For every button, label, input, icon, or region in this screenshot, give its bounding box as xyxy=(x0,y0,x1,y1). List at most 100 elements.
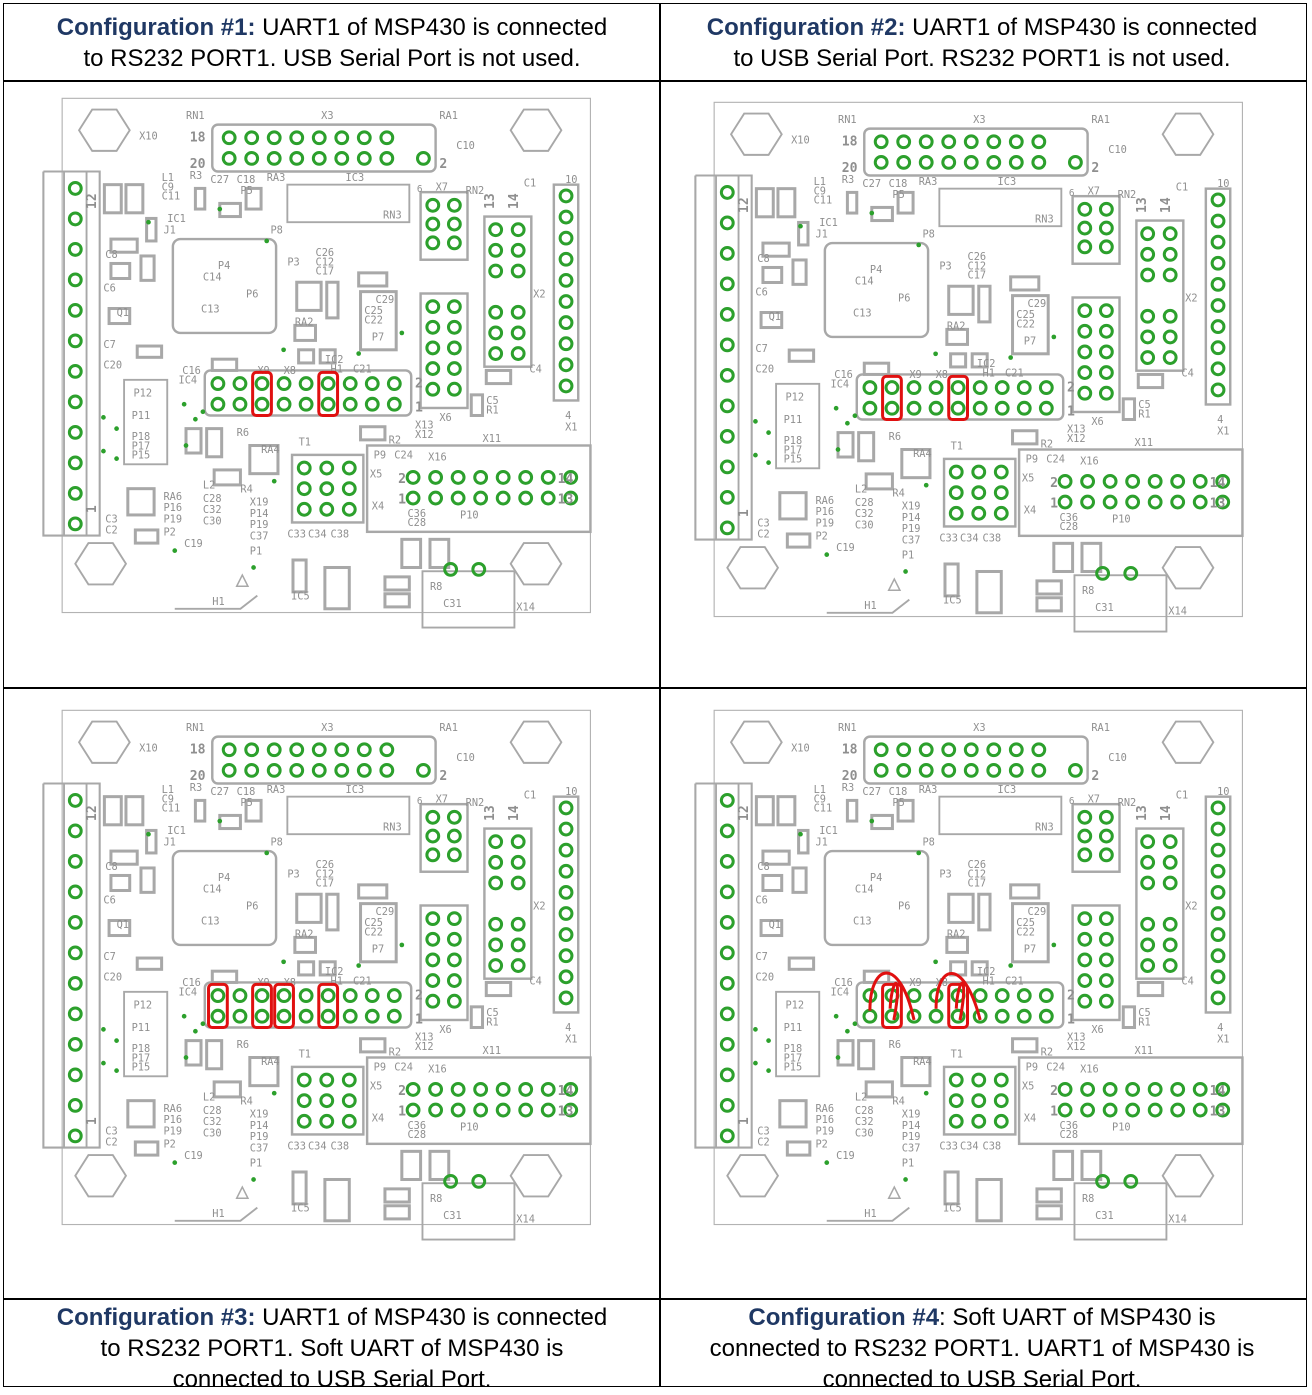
pin-pad xyxy=(993,505,1009,521)
pin-pad xyxy=(473,490,489,506)
via-dot xyxy=(281,959,286,965)
pin-pad xyxy=(428,1082,444,1097)
silkscreen-label: X10 xyxy=(139,131,158,143)
via-dot xyxy=(1008,963,1014,968)
pin-pad xyxy=(1210,255,1226,271)
silkscreen-label: C33 xyxy=(287,1140,306,1152)
pin-pad xyxy=(488,222,504,238)
pin-pad xyxy=(334,130,350,146)
pin-pad xyxy=(341,481,357,497)
silkscreen-label: C32 xyxy=(855,1116,874,1128)
via-dot xyxy=(114,426,119,431)
pin-pad xyxy=(488,242,504,258)
pin-pad xyxy=(1140,226,1156,242)
silkscreen-label: 1 xyxy=(85,1117,100,1125)
silkscreen-label: P19 xyxy=(815,1125,834,1137)
silkscreen-label: P7 xyxy=(1024,335,1036,347)
silkscreen-label: X19 xyxy=(250,497,269,509)
silkscreen-label: C10 xyxy=(1108,144,1127,156)
pin-pad xyxy=(67,394,83,410)
silkscreen-label: C24 xyxy=(394,1062,413,1074)
silkscreen-label: RA2 xyxy=(295,928,314,940)
pin-pad xyxy=(446,319,462,335)
pin-pad xyxy=(510,937,526,953)
pin-pad xyxy=(67,792,83,808)
via-dot xyxy=(114,456,119,461)
silkscreen-label: X2 xyxy=(533,900,545,912)
pin-pad xyxy=(993,464,1009,480)
silkscreen-label: X2 xyxy=(1185,900,1197,912)
silkscreen-label: 2 xyxy=(1067,380,1075,395)
silkscreen-label: IC1 xyxy=(819,825,838,837)
pin-pad xyxy=(67,211,83,227)
pin-pad xyxy=(1102,1102,1118,1118)
pin-pad xyxy=(1162,329,1178,345)
pin-pad xyxy=(719,428,735,444)
silkscreen-label: C24 xyxy=(394,450,413,462)
silkscreen-label: C18 xyxy=(237,786,256,798)
silkscreen-label: P15 xyxy=(132,1062,151,1074)
silkscreen-label: 18 xyxy=(190,130,206,145)
silkscreen-label: RA1 xyxy=(439,110,458,122)
via-dot xyxy=(251,565,256,570)
silkscreen-label: 14 xyxy=(1159,197,1174,213)
pin-pad xyxy=(1098,973,1114,988)
pin-pad xyxy=(210,1008,226,1024)
silkscreen-label: 14 xyxy=(1159,805,1174,821)
silkscreen-label: X3 xyxy=(973,722,985,734)
via-dot xyxy=(923,482,929,488)
silkscreen-label: X13 xyxy=(415,1032,434,1044)
pin-pad xyxy=(428,470,444,485)
pin-pad xyxy=(1140,308,1156,324)
pin-pad xyxy=(510,916,526,932)
pin-pad xyxy=(356,130,372,146)
pin-pad xyxy=(719,1097,735,1113)
pin-pad xyxy=(67,363,83,379)
pin-pad xyxy=(896,154,912,170)
pin-pad xyxy=(244,150,260,166)
via-dot xyxy=(101,448,106,454)
pin-pad xyxy=(873,762,889,778)
silkscreen-label: R8 xyxy=(1082,1193,1094,1205)
silkscreen-label: P6 xyxy=(898,900,910,912)
silkscreen-label: X2 xyxy=(1185,292,1197,304)
pin-pad xyxy=(518,1082,534,1097)
silkscreen-label: IC3 xyxy=(998,784,1017,796)
pin-pad xyxy=(1210,298,1226,313)
pin-pad xyxy=(972,988,988,1003)
pin-pad xyxy=(450,470,466,485)
silkscreen-label: P5 xyxy=(892,189,904,201)
pin-pad xyxy=(1016,400,1032,416)
silkscreen-label: C33 xyxy=(939,532,958,544)
silkscreen-label: H1 xyxy=(864,600,876,612)
pin-pad xyxy=(1162,246,1178,262)
silkscreen-label: T1 xyxy=(951,441,963,453)
pin-pad xyxy=(1067,154,1083,170)
silkscreen-label: C3 xyxy=(757,1125,769,1137)
pin-pad xyxy=(356,742,372,758)
silkscreen-label: P8 xyxy=(270,836,282,848)
pin-pad xyxy=(971,505,987,521)
pin-pad xyxy=(425,993,441,1009)
pin-pad xyxy=(289,150,305,166)
silkscreen-label: C31 xyxy=(1095,602,1114,614)
jumper-wire xyxy=(954,981,966,1021)
silkscreen-label: X13 xyxy=(1067,1032,1086,1044)
silkscreen-label: C20 xyxy=(103,972,122,984)
pin-pad xyxy=(558,821,574,837)
pin-pad xyxy=(1038,400,1054,416)
silkscreen-label: RA2 xyxy=(947,928,966,940)
silkscreen-label: C21 xyxy=(1005,975,1024,987)
pin-pad xyxy=(364,1008,380,1024)
silkscreen-label: P7 xyxy=(372,943,384,955)
pin-pad xyxy=(540,1102,556,1118)
silkscreen-label: X19 xyxy=(902,501,921,513)
pin-pad xyxy=(948,1093,964,1109)
pin-pad xyxy=(1210,842,1226,858)
pin-pad xyxy=(319,460,335,476)
silkscreen-label: RN3 xyxy=(383,821,402,833)
pin-pad xyxy=(425,911,441,927)
silkscreen-label: X14 xyxy=(516,602,535,614)
pin-pad xyxy=(386,1008,402,1024)
caption-config-2: Configuration #2: UART1 of MSP430 is con… xyxy=(706,14,1258,72)
